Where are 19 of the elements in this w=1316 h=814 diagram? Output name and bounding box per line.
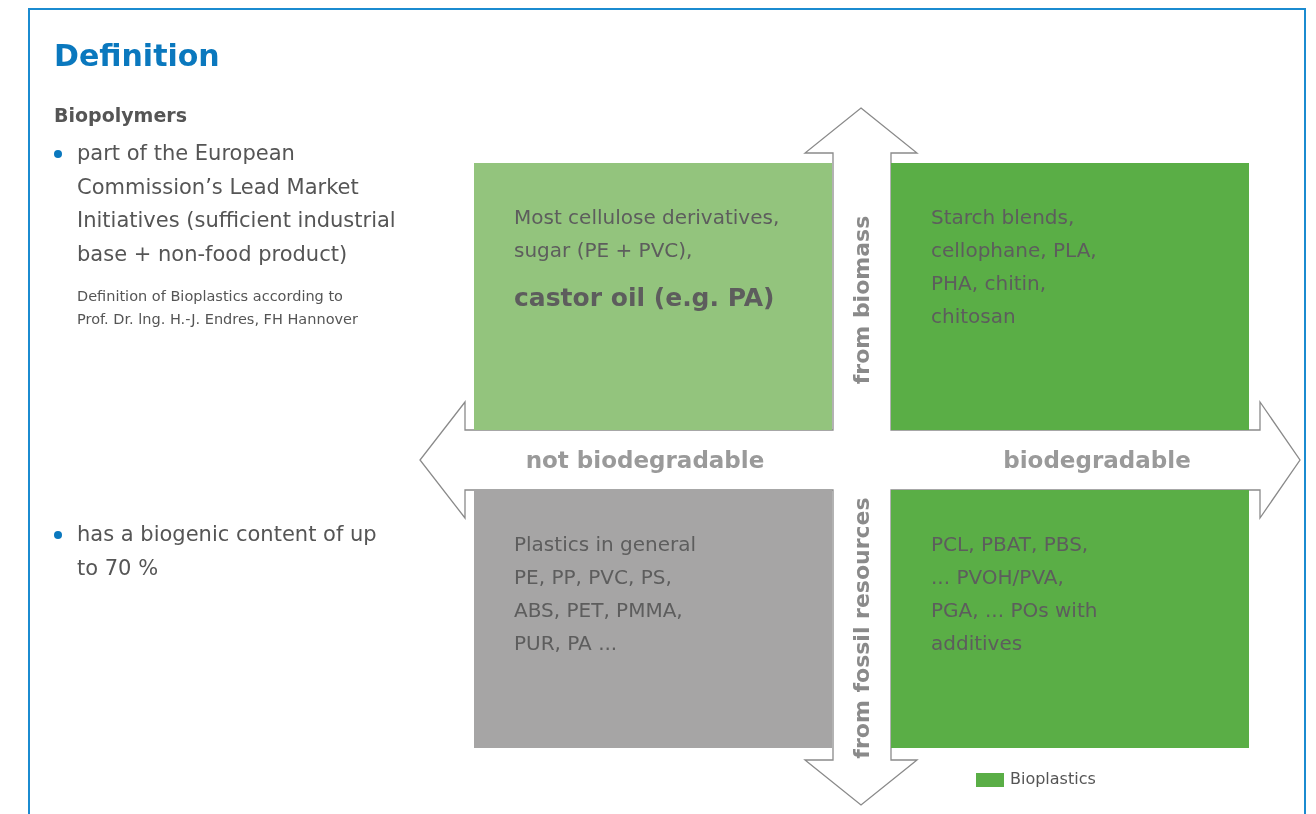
quadrant-box — [474, 163, 832, 430]
quadrant-text: Starch blends, cellophane, PLA, PHA, chitin, chitosan — [931, 204, 1098, 330]
axis-label: from fossil resources — [848, 497, 874, 759]
axis-label: biodegradable — [1003, 447, 1191, 473]
bullet-text: has a biogenic content of up to 70 % — [77, 521, 378, 582]
bullet-text: part of the European Commission’s Lead Market Initiatives (sufficient industrial base + non-food product) — [77, 140, 397, 268]
axis-label: from biomass — [848, 215, 874, 385]
quadrant-highlight-text: castor oil (e.g. PA) — [514, 282, 776, 314]
quadrant-text: Plastics in general PE, PP, PVC, PS, ABS, PET, PMMA, PUR, PA ... — [514, 531, 698, 657]
quadrant-text: Most cellulose derivatives, sugar (PE + PVC), — [514, 204, 781, 264]
quadrant-box — [891, 163, 1249, 430]
quadrant-box — [891, 490, 1249, 748]
section-heading: Biopolymers — [54, 104, 188, 126]
source-note: Definition of Bioplastics according to Prof. Dr. lng. H.-J. Endres, FH Hannover — [77, 287, 359, 329]
legend-text: Bioplastics — [1010, 769, 1096, 788]
title: Definition — [54, 38, 220, 73]
quadrant-text: PCL, PBAT, PBS, ... PVOH/PVA, PGA, ... POs with additives — [931, 531, 1099, 657]
axis-label: not biodegradable — [525, 447, 765, 473]
quadrant-box — [474, 490, 832, 748]
